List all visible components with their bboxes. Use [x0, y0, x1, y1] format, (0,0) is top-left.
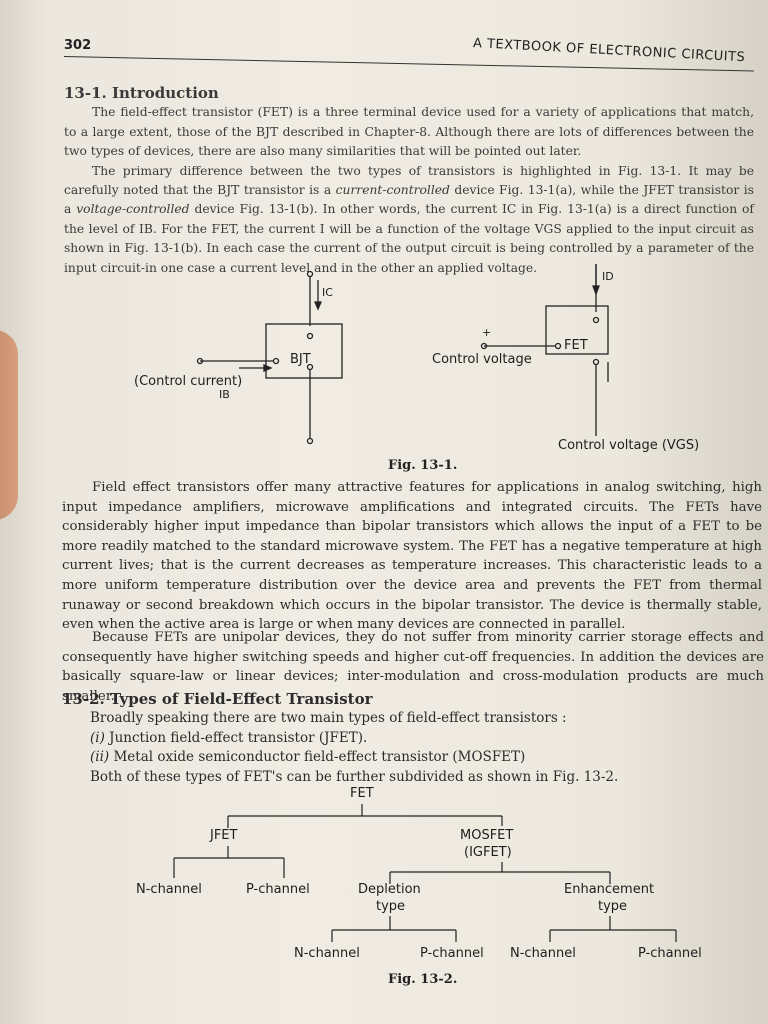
figure-13-1-drawing	[196, 264, 609, 445]
ib-label: IB	[219, 388, 230, 401]
tree-node-depletion-p-channel: P-channel	[420, 946, 484, 961]
types-subdivide-line: Both of these types of FET's can be furt…	[90, 768, 619, 785]
item-text: Metal oxide semiconductor field-effect t…	[109, 749, 526, 766]
intro-paragraph-2: The primary difference between the two t…	[64, 162, 754, 278]
book-title: A TEXTBOOK OF ELECTRONIC CIRCUITS	[473, 36, 747, 66]
control-current-label: (Control current)	[134, 374, 243, 389]
emphasis-voltage-controlled: voltage-controlled	[76, 202, 190, 217]
section-types: 13-2. Types of Field-Effect Transistor B…	[62, 690, 762, 787]
text-run: device Fig. 13-1(a), while the JFET tran…	[64, 183, 754, 217]
figure-13-2-caption: Fig. 13-2.	[388, 972, 458, 987]
fet-features-paragraph: Field effect transistors offer many attr…	[62, 478, 762, 635]
tree-node-jfet-p-channel: P-channel	[246, 882, 310, 897]
tree-node-enhancement-n-channel: N-channel	[510, 946, 576, 961]
figure-13-1-caption: Fig. 13-1.	[388, 458, 458, 473]
text-run: device Fig. 13-1(b). In other words, the…	[64, 202, 754, 275]
section-heading-types: 13-2. Types of Field-Effect Transistor	[62, 690, 373, 708]
item-number: (i)	[90, 729, 105, 746]
figure-13-2: FET JFET MOSFET (IGFET) N-channel P-chan…	[110, 782, 750, 992]
bjt-label: BJT	[290, 352, 311, 367]
unipolar-paragraph: Because FETs are unipolar devices, they …	[62, 628, 764, 706]
types-item-mosfet: (ii) Metal oxide semiconductor field-eff…	[90, 748, 762, 767]
tree-node-jfet: JFET	[210, 828, 238, 843]
intro-paragraph-1: The field-effect transistor (FET) is a t…	[64, 105, 754, 159]
tree-node-mosfet: MOSFET	[460, 828, 514, 843]
tree-node-depletion: Depletion	[358, 882, 421, 897]
types-item-jfet: (i) Junction field-effect transistor (JF…	[90, 729, 762, 748]
types-intro-line: Broadly speaking there are two main type…	[90, 710, 567, 727]
ic-label: IC	[322, 286, 333, 299]
tree-node-depletion-type: type	[376, 899, 406, 914]
section-heading-introduction: 13-1. Introduction	[64, 84, 219, 102]
page-number: 302	[64, 38, 92, 53]
figure-13-1: IC BJT (Control current) IB ID + FET Con…	[64, 264, 754, 473]
tree-node-depletion-n-channel: N-channel	[294, 946, 360, 961]
section-introduction: 13-1. Introduction The field-effect tran…	[64, 84, 754, 278]
tree-node-fet: FET	[350, 786, 374, 801]
fet-label: FET	[564, 338, 588, 353]
item-number: (ii)	[90, 749, 110, 766]
paragraph-text: Because FETs are unipolar devices, they …	[62, 630, 764, 704]
paragraph-text: Field effect transistors offer many attr…	[62, 480, 762, 633]
tree-node-enhancement: Enhancement	[564, 882, 655, 897]
id-label: ID	[602, 270, 614, 283]
emphasis-current-controlled: current-controlled	[335, 183, 450, 198]
tree-node-igfet: (IGFET)	[464, 845, 512, 860]
thumb	[0, 330, 18, 520]
control-voltage-vgs-label: Control voltage (VGS)	[558, 438, 700, 453]
item-text: Junction field-effect transistor (JFET).	[104, 729, 368, 746]
figure-13-2-tree	[173, 804, 677, 942]
plus-sign: +	[482, 326, 492, 339]
text-run: The primary difference between the two t…	[64, 163, 754, 198]
control-voltage-label: Control voltage	[432, 352, 532, 367]
tree-node-enhancement-p-channel: P-channel	[638, 946, 702, 961]
tree-node-enhancement-type: type	[598, 899, 628, 914]
tree-node-jfet-n-channel: N-channel	[136, 882, 202, 897]
page-header: 302 A TEXTBOOK OF ELECTRONIC CIRCUITS	[64, 28, 754, 65]
